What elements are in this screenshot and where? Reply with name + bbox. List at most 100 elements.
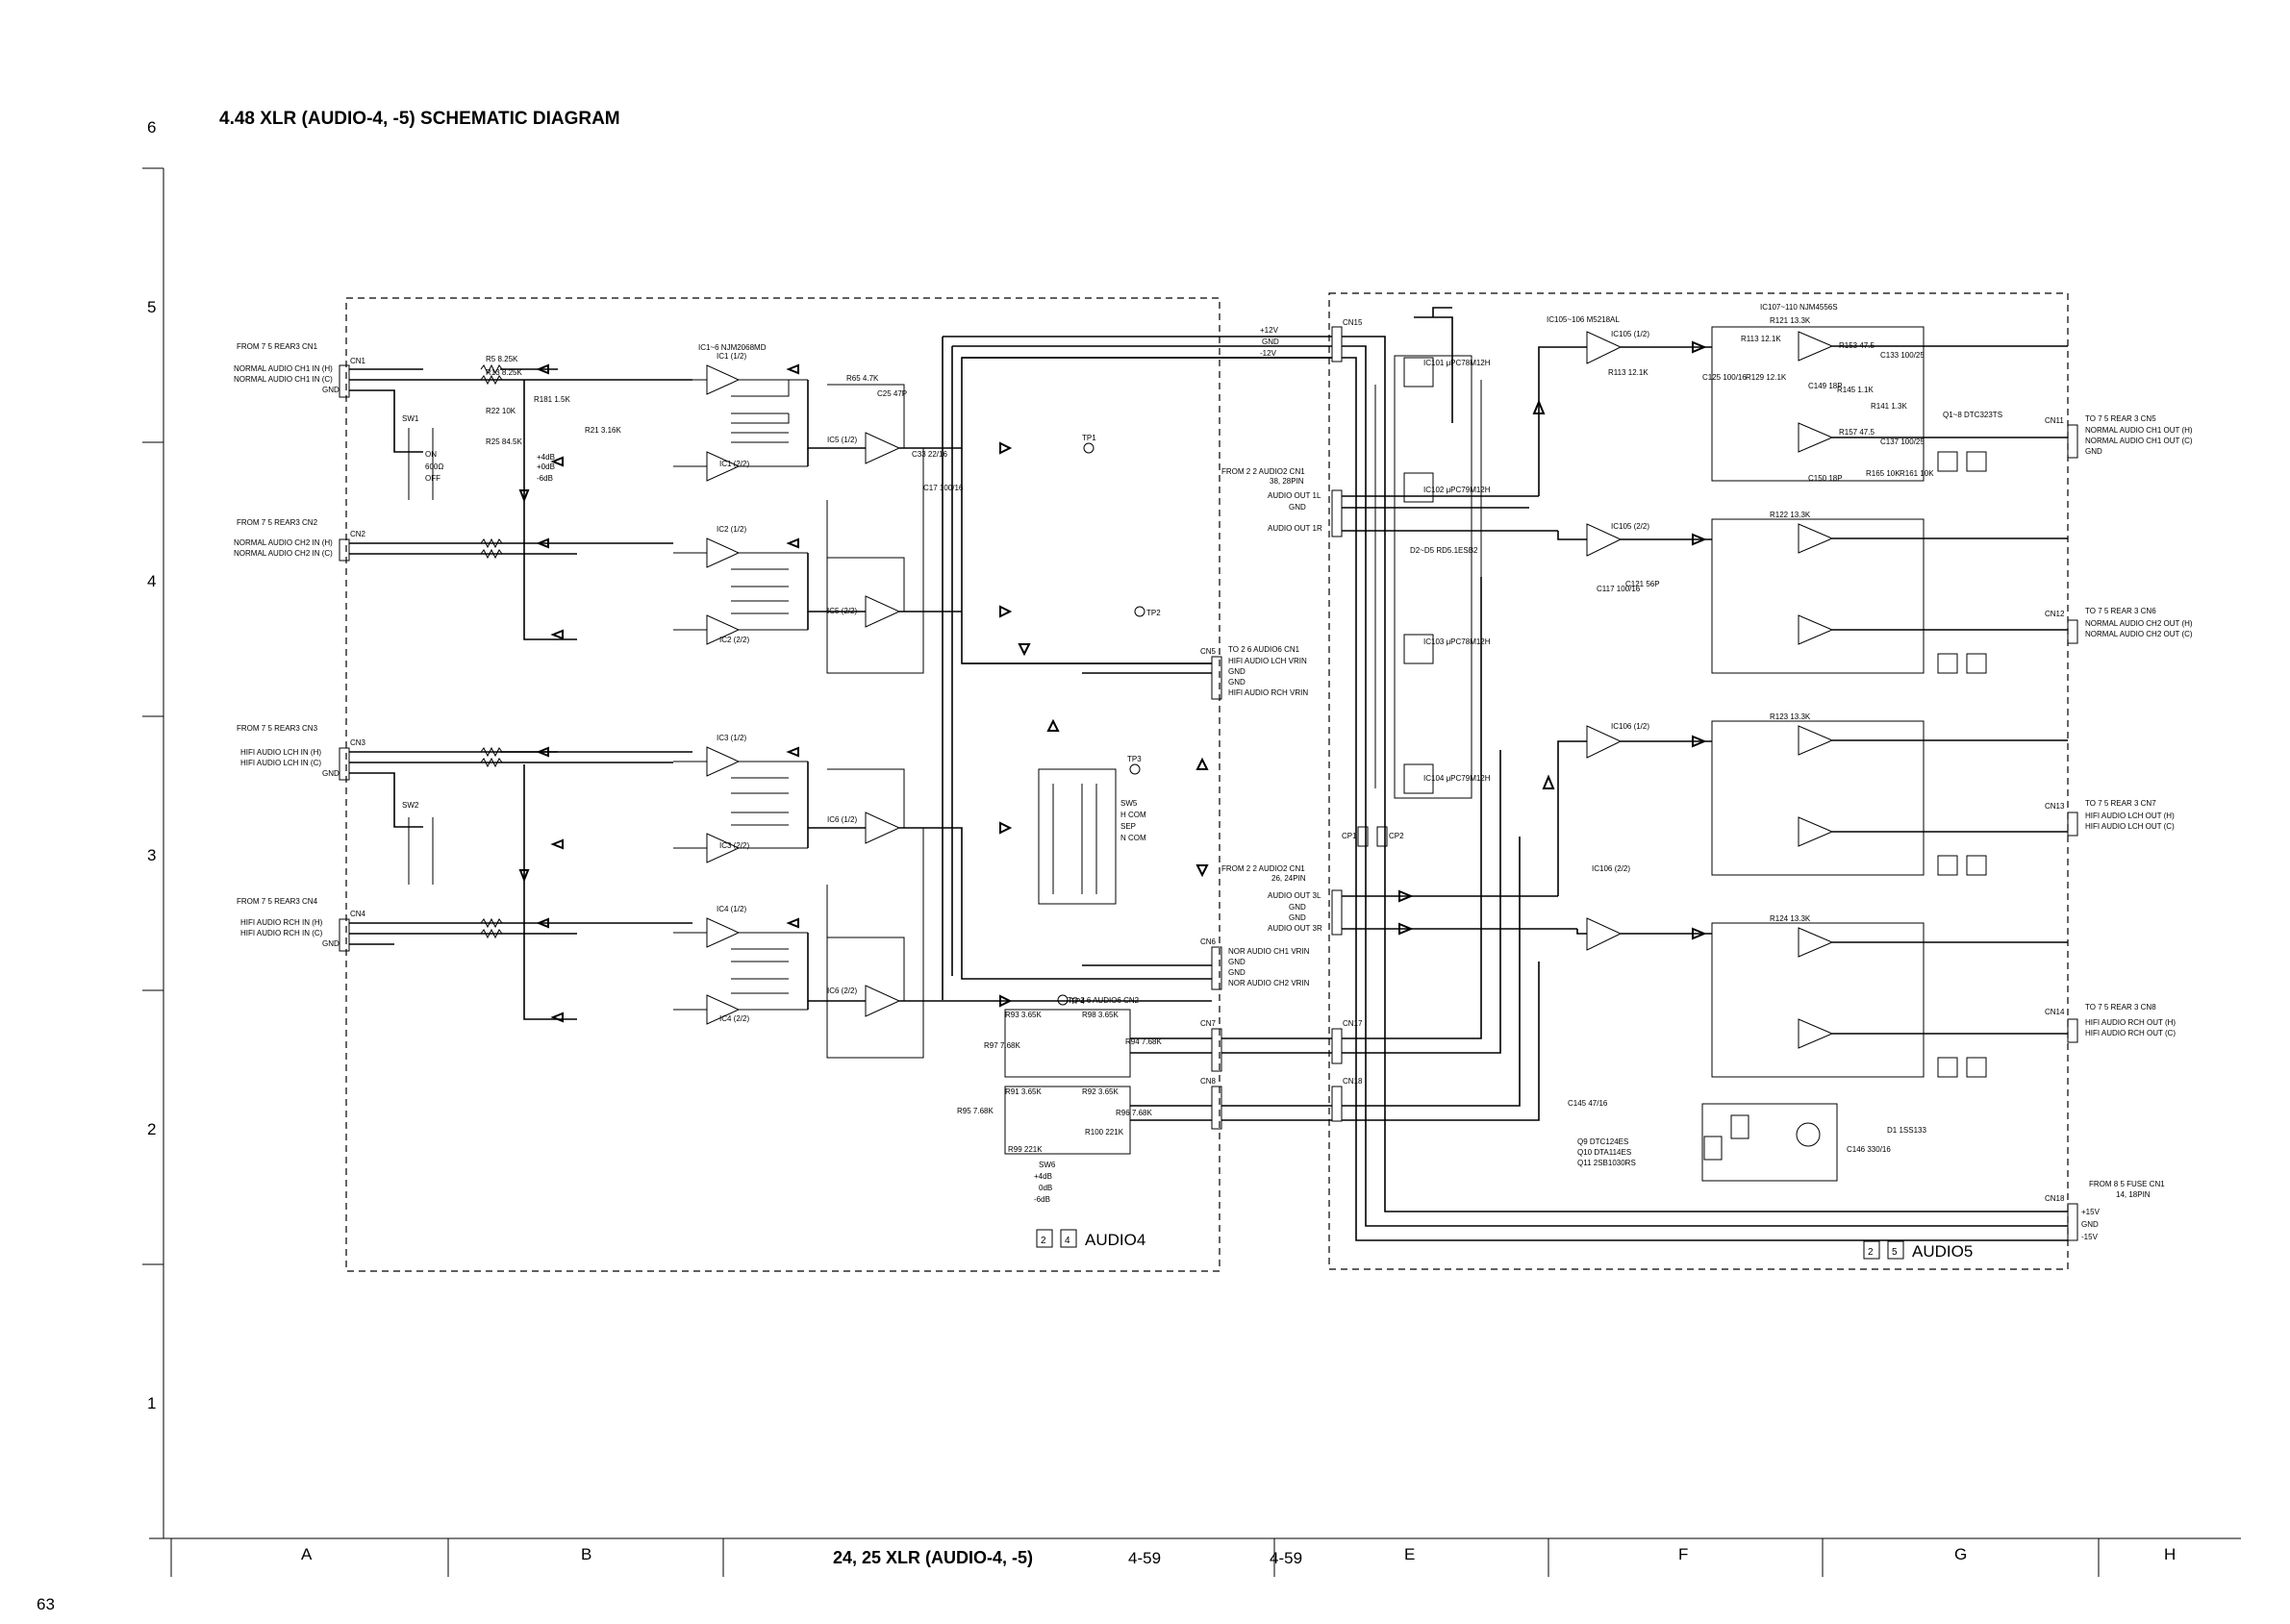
svg-text:-12V: -12V: [1260, 349, 1277, 358]
resistor-network-bottom: R93 3.65K R97 7.68K R94 7.68K R98 3.65K …: [957, 1009, 1222, 1204]
svg-text:HIFI AUDIO RCH OUT (C): HIFI AUDIO RCH OUT (C): [2085, 1029, 2176, 1037]
svg-text:2: 2: [1041, 1236, 1046, 1246]
svg-text:N COM: N COM: [1120, 834, 1146, 842]
svg-text:CN6: CN6: [1200, 937, 1217, 946]
svg-text:NOR AUDIO CH2 VRIN: NOR AUDIO CH2 VRIN: [1228, 979, 1310, 987]
svg-text:TO 7 5 REAR 3 CN5: TO 7 5 REAR 3 CN5: [2085, 414, 2156, 423]
svg-text:TP1: TP1: [1082, 434, 1096, 442]
svg-text:R165 10K: R165 10K: [1866, 469, 1900, 478]
svg-text:NORMAL AUDIO CH2 OUT (H): NORMAL AUDIO CH2 OUT (H): [2085, 619, 2193, 628]
svg-text:FROM 7 5 REAR3 CN1: FROM 7 5 REAR3 CN1: [237, 342, 318, 351]
svg-text:CN15: CN15: [1343, 318, 1363, 327]
svg-text:CN18: CN18: [2045, 1194, 2065, 1203]
svg-text:CN3: CN3: [350, 738, 366, 747]
svg-text:HIFI AUDIO LCH OUT (C): HIFI AUDIO LCH OUT (C): [2085, 822, 2175, 831]
connector-cn6: CN6 NOR AUDIO CH1 VRIN GND GND NOR AUDIO…: [1068, 937, 1310, 1005]
svg-text:FROM 7 5 REAR3 CN4: FROM 7 5 REAR3 CN4: [237, 897, 318, 906]
svg-text:IC3 (1/2): IC3 (1/2): [717, 734, 746, 742]
rails-audio4-to-audio5: +12V GND -12V: [942, 326, 1332, 1000]
svg-text:FROM 2 2 AUDIO2 CN1: FROM 2 2 AUDIO2 CN1: [1221, 467, 1305, 476]
svg-text:NORMAL AUDIO CH1 OUT (C): NORMAL AUDIO CH1 OUT (C): [2085, 437, 2193, 445]
svg-text:C117 100/16: C117 100/16: [1597, 585, 1641, 593]
svg-text:IC4 (1/2): IC4 (1/2): [717, 905, 746, 913]
svg-text:D1 1SS133: D1 1SS133: [1887, 1126, 1926, 1135]
svg-text:CN4: CN4: [350, 910, 366, 918]
footer-board-label: 24, 25 XLR (AUDIO-4, -5): [833, 1548, 1033, 1567]
svg-text:CN18: CN18: [1343, 1077, 1363, 1086]
svg-text:2: 2: [1868, 1247, 1874, 1258]
svg-text:R94 7.68K: R94 7.68K: [1125, 1037, 1162, 1046]
svg-text:-15V: -15V: [2081, 1233, 2099, 1241]
svg-text:HIFI AUDIO RCH IN (C): HIFI AUDIO RCH IN (C): [240, 929, 323, 937]
svg-text:CN5: CN5: [1200, 647, 1217, 656]
svg-text:IC1 (2/2): IC1 (2/2): [719, 460, 749, 468]
svg-text:AUDIO OUT 3R: AUDIO OUT 3R: [1268, 924, 1322, 933]
svg-text:IC2 (1/2): IC2 (1/2): [717, 525, 746, 534]
page-number: 63: [37, 1595, 55, 1613]
svg-text:4: 4: [1065, 1236, 1070, 1246]
svg-text:R157 47.5: R157 47.5: [1839, 428, 1875, 437]
svg-text:14, 18PIN: 14, 18PIN: [2116, 1190, 2151, 1199]
svg-text:Q11 2SB1030RS: Q11 2SB1030RS: [1577, 1159, 1636, 1167]
svg-text:CP1: CP1: [1342, 832, 1357, 840]
connector-audio2-cn2: FROM 2 2 AUDIO2 CN1 26, 24PIN AUDIO OUT …: [1221, 864, 1577, 936]
svg-text:IC105 (2/2): IC105 (2/2): [1611, 522, 1649, 531]
svg-text:CN7: CN7: [1200, 1019, 1217, 1028]
test-points: TP1 TP2 TP3 TP4: [1057, 434, 1161, 1006]
audio4-board-label: 2 4 AUDIO4: [1036, 1229, 1145, 1249]
svg-text:TO 7 5 REAR 3 CN7: TO 7 5 REAR 3 CN7: [2085, 799, 2156, 808]
column-label-g: G: [1954, 1545, 1967, 1563]
svg-text:D2~D5 RD5.1ESB2: D2~D5 RD5.1ESB2: [1410, 546, 1478, 555]
row-label-4: 4: [147, 572, 156, 590]
audio4-label: AUDIO4: [1085, 1231, 1145, 1249]
svg-text:NORMAL AUDIO CH2 OUT (C): NORMAL AUDIO CH2 OUT (C): [2085, 630, 2193, 638]
svg-text:SW6: SW6: [1039, 1161, 1056, 1169]
output-connectors: CN11 CN12 CN13 CN14 TO 7 5 REAR 3 CN5 NO…: [2045, 414, 2193, 1043]
svg-text:Q1~8 DTC323TS: Q1~8 DTC323TS: [1943, 411, 2002, 419]
column-label-b: B: [581, 1545, 591, 1563]
svg-text:+0dB: +0dB: [537, 462, 555, 471]
svg-text:CN2: CN2: [350, 530, 366, 538]
svg-text:FROM 7 5 REAR3 CN3: FROM 7 5 REAR3 CN3: [237, 724, 318, 733]
svg-text:R124 13.3K: R124 13.3K: [1770, 914, 1811, 923]
svg-text:C150 18P: C150 18P: [1808, 474, 1843, 483]
svg-text:R92 3.65K: R92 3.65K: [1082, 1087, 1119, 1096]
svg-text:R121 13.3K: R121 13.3K: [1770, 316, 1811, 325]
svg-text:R65 4.7K: R65 4.7K: [846, 374, 879, 383]
connector-cn2: FROM 7 5 REAR3 CN2 NORMAL AUDIO CH2 IN (…: [234, 518, 366, 562]
audio5-circuit: CN15 IC101 μPC78M12H IC102 μPC79M12H IC1…: [1221, 303, 2193, 1241]
svg-text:C125 100/16: C125 100/16: [1702, 373, 1747, 382]
svg-text:IC2 (2/2): IC2 (2/2): [719, 636, 749, 644]
page-title: 4.48 XLR (AUDIO-4, -5) SCHEMATIC DIAGRAM: [219, 109, 620, 129]
column-label-e: E: [1404, 1545, 1415, 1563]
svg-text:R161 10K: R161 10K: [1900, 469, 1934, 478]
svg-text:IC105~106 M5218AL: IC105~106 M5218AL: [1547, 315, 1620, 324]
svg-text:-6dB: -6dB: [537, 474, 553, 483]
svg-text:R123 13.3K: R123 13.3K: [1770, 712, 1811, 721]
svg-text:SW5: SW5: [1120, 799, 1138, 808]
svg-text:R13 8.25K: R13 8.25K: [486, 368, 522, 377]
footer-page-right: 4-59: [1270, 1549, 1302, 1567]
svg-text:R100 221K: R100 221K: [1085, 1128, 1124, 1137]
row-label-1: 1: [147, 1394, 156, 1412]
svg-text:IC103 μPC78M12H: IC103 μPC78M12H: [1423, 637, 1491, 646]
output-stage: Q1~8 DTC323TS: [1832, 345, 2068, 1078]
svg-text:CN1: CN1: [350, 357, 366, 365]
svg-text:FROM 7 5 REAR3 CN2: FROM 7 5 REAR3 CN2: [237, 518, 318, 527]
svg-text:+4dB: +4dB: [537, 453, 555, 462]
svg-text:-6dB: -6dB: [1034, 1195, 1050, 1204]
svg-text:R145 1.1K: R145 1.1K: [1837, 386, 1874, 394]
svg-text:C33 22/16: C33 22/16: [912, 450, 947, 459]
svg-text:FROM 8 5 FUSE CN1: FROM 8 5 FUSE CN1: [2089, 1180, 2165, 1188]
svg-text:IC1 (1/2): IC1 (1/2): [717, 352, 746, 361]
svg-text:IC105 (1/2): IC105 (1/2): [1611, 330, 1649, 338]
svg-text:TP3: TP3: [1127, 755, 1142, 763]
svg-text:R141 1.3K: R141 1.3K: [1871, 402, 1907, 411]
svg-text:AUDIO OUT 1R: AUDIO OUT 1R: [1268, 524, 1322, 533]
svg-text:AUDIO OUT 3L: AUDIO OUT 3L: [1268, 891, 1321, 900]
svg-text:IC5 (1/2): IC5 (1/2): [827, 436, 857, 444]
row-label-5: 5: [147, 298, 156, 316]
svg-text:H COM: H COM: [1120, 811, 1146, 819]
svg-text:+4dB: +4dB: [1034, 1172, 1052, 1181]
footer-page-left: 4-59: [1128, 1549, 1161, 1567]
